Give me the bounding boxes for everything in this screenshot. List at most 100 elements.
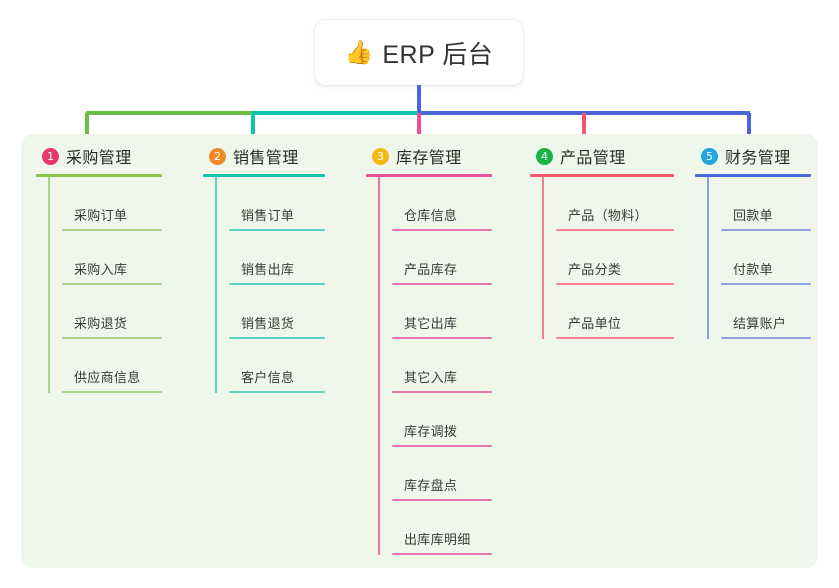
branches-panel bbox=[21, 134, 818, 568]
leaf-label: 销售订单 bbox=[241, 208, 295, 223]
leaf-label: 其它入库 bbox=[404, 370, 458, 385]
branch-spine bbox=[378, 177, 380, 555]
leaf-label: 结算账户 bbox=[733, 316, 787, 331]
leaf-underline bbox=[556, 283, 674, 285]
branch-number-badge: 5 bbox=[701, 147, 718, 165]
leaf-underline bbox=[392, 445, 492, 447]
leaf-node[interactable]: 库存调拨 bbox=[392, 393, 516, 447]
leaf-node[interactable]: 库存盘点 bbox=[392, 447, 516, 501]
leaf-node[interactable]: 采购入库 bbox=[62, 231, 186, 285]
leaf-node[interactable]: 采购订单 bbox=[62, 177, 186, 231]
leaf-node[interactable]: 供应商信息 bbox=[62, 339, 186, 393]
leaf-node[interactable]: 结算账户 bbox=[721, 285, 825, 339]
branch-number-badge: 3 bbox=[372, 147, 389, 165]
leaf-label: 客户信息 bbox=[241, 370, 295, 385]
branch-drop-connector-4 bbox=[582, 113, 586, 149]
leaf-label: 库存盘点 bbox=[404, 478, 458, 493]
branch-underline bbox=[366, 174, 492, 177]
leaf-label: 产品分类 bbox=[568, 262, 622, 277]
branch-underline bbox=[36, 174, 162, 177]
leaf-underline bbox=[62, 229, 162, 231]
branch-title: 库存管理 bbox=[396, 150, 462, 167]
leaf-underline bbox=[229, 337, 325, 339]
leaf-underline bbox=[392, 553, 492, 555]
leaf-underline bbox=[229, 391, 325, 393]
trunk-green-segment bbox=[86, 111, 254, 115]
leaf-label: 出库库明细 bbox=[404, 532, 471, 547]
root-trunk-connector bbox=[417, 85, 421, 113]
branch-title: 财务管理 bbox=[725, 150, 791, 167]
root-node[interactable]: 👍 ERP 后台 bbox=[315, 20, 523, 85]
branch-drop-connector-3 bbox=[417, 113, 421, 149]
leaf-underline bbox=[229, 229, 325, 231]
leaf-node[interactable]: 销售订单 bbox=[229, 177, 353, 231]
leaf-node[interactable]: 销售退货 bbox=[229, 285, 353, 339]
leaf-label: 产品（物料） bbox=[568, 208, 648, 223]
branch-header-5[interactable]: 5 财务管理 bbox=[695, 145, 825, 167]
branch-column-库存管理: 3 库存管理仓库信息产品库存其它出库其它入库库存调拨库存盘点出库库明细 bbox=[366, 145, 516, 555]
branch-spine bbox=[542, 177, 544, 339]
leaf-label: 采购退货 bbox=[74, 316, 128, 331]
branch-number-badge: 1 bbox=[42, 147, 59, 165]
leaf-node[interactable]: 其它入库 bbox=[392, 339, 516, 393]
leaf-underline bbox=[62, 391, 162, 393]
branch-leaf-list: 产品（物料） 产品分类产品单位 bbox=[542, 177, 680, 339]
branch-title: 产品管理 bbox=[560, 150, 626, 167]
branch-spine bbox=[215, 177, 217, 393]
leaf-node[interactable]: 产品单位 bbox=[556, 285, 680, 339]
branch-drop-connector-5 bbox=[747, 113, 751, 149]
leaf-underline bbox=[392, 391, 492, 393]
leaf-underline bbox=[721, 337, 811, 339]
branch-leaf-list: 销售订单销售出库销售退货客户信息 bbox=[215, 177, 353, 393]
leaf-label: 销售退货 bbox=[241, 316, 295, 331]
leaf-underline bbox=[721, 229, 811, 231]
leaf-underline bbox=[556, 229, 674, 231]
branch-underline bbox=[530, 174, 674, 177]
leaf-node[interactable]: 产品（物料） bbox=[556, 177, 680, 231]
leaf-node[interactable]: 付款单 bbox=[721, 231, 825, 285]
branch-header-3[interactable]: 3 库存管理 bbox=[366, 145, 516, 167]
branch-title: 销售管理 bbox=[233, 150, 299, 167]
leaf-label: 回款单 bbox=[733, 208, 773, 223]
branch-drop-connector-2 bbox=[251, 113, 255, 149]
leaf-node[interactable]: 销售出库 bbox=[229, 231, 353, 285]
leaf-underline bbox=[721, 283, 811, 285]
leaf-node[interactable]: 产品库存 bbox=[392, 231, 516, 285]
branch-leaf-list: 采购订单采购入库采购退货供应商信息 bbox=[48, 177, 186, 393]
branch-header-2[interactable]: 2 销售管理 bbox=[203, 145, 353, 167]
root-node-title: ERP 后台 bbox=[382, 40, 494, 69]
leaf-underline bbox=[392, 337, 492, 339]
leaf-node[interactable]: 采购退货 bbox=[62, 285, 186, 339]
leaf-underline bbox=[62, 337, 162, 339]
branch-underline bbox=[695, 174, 811, 177]
leaf-node[interactable]: 仓库信息 bbox=[392, 177, 516, 231]
branch-leaf-list: 回款单付款单结算账户 bbox=[707, 177, 825, 339]
leaf-label: 产品库存 bbox=[404, 262, 458, 277]
leaf-label: 采购入库 bbox=[74, 262, 128, 277]
branch-column-销售管理: 2 销售管理销售订单销售出库销售退货客户信息 bbox=[203, 145, 353, 393]
leaf-label: 供应商信息 bbox=[74, 370, 141, 385]
leaf-node[interactable]: 出库库明细 bbox=[392, 501, 516, 555]
branch-leaf-list: 仓库信息产品库存其它出库其它入库库存调拨库存盘点出库库明细 bbox=[378, 177, 516, 555]
leaf-node[interactable]: 客户信息 bbox=[229, 339, 353, 393]
thumbs-up-emoji: 👍 bbox=[344, 39, 374, 65]
leaf-label: 销售出库 bbox=[241, 262, 295, 277]
branch-spine bbox=[707, 177, 709, 339]
leaf-label: 付款单 bbox=[733, 262, 773, 277]
branch-drop-connector-1 bbox=[85, 113, 89, 149]
leaf-node[interactable]: 其它出库 bbox=[392, 285, 516, 339]
leaf-underline bbox=[392, 229, 492, 231]
leaf-node[interactable]: 产品分类 bbox=[556, 231, 680, 285]
leaf-underline bbox=[62, 283, 162, 285]
branch-underline bbox=[203, 174, 325, 177]
branch-spine bbox=[48, 177, 50, 393]
branch-number-badge: 2 bbox=[209, 147, 226, 165]
leaf-underline bbox=[229, 283, 325, 285]
leaf-underline bbox=[392, 283, 492, 285]
leaf-node[interactable]: 回款单 bbox=[721, 177, 825, 231]
